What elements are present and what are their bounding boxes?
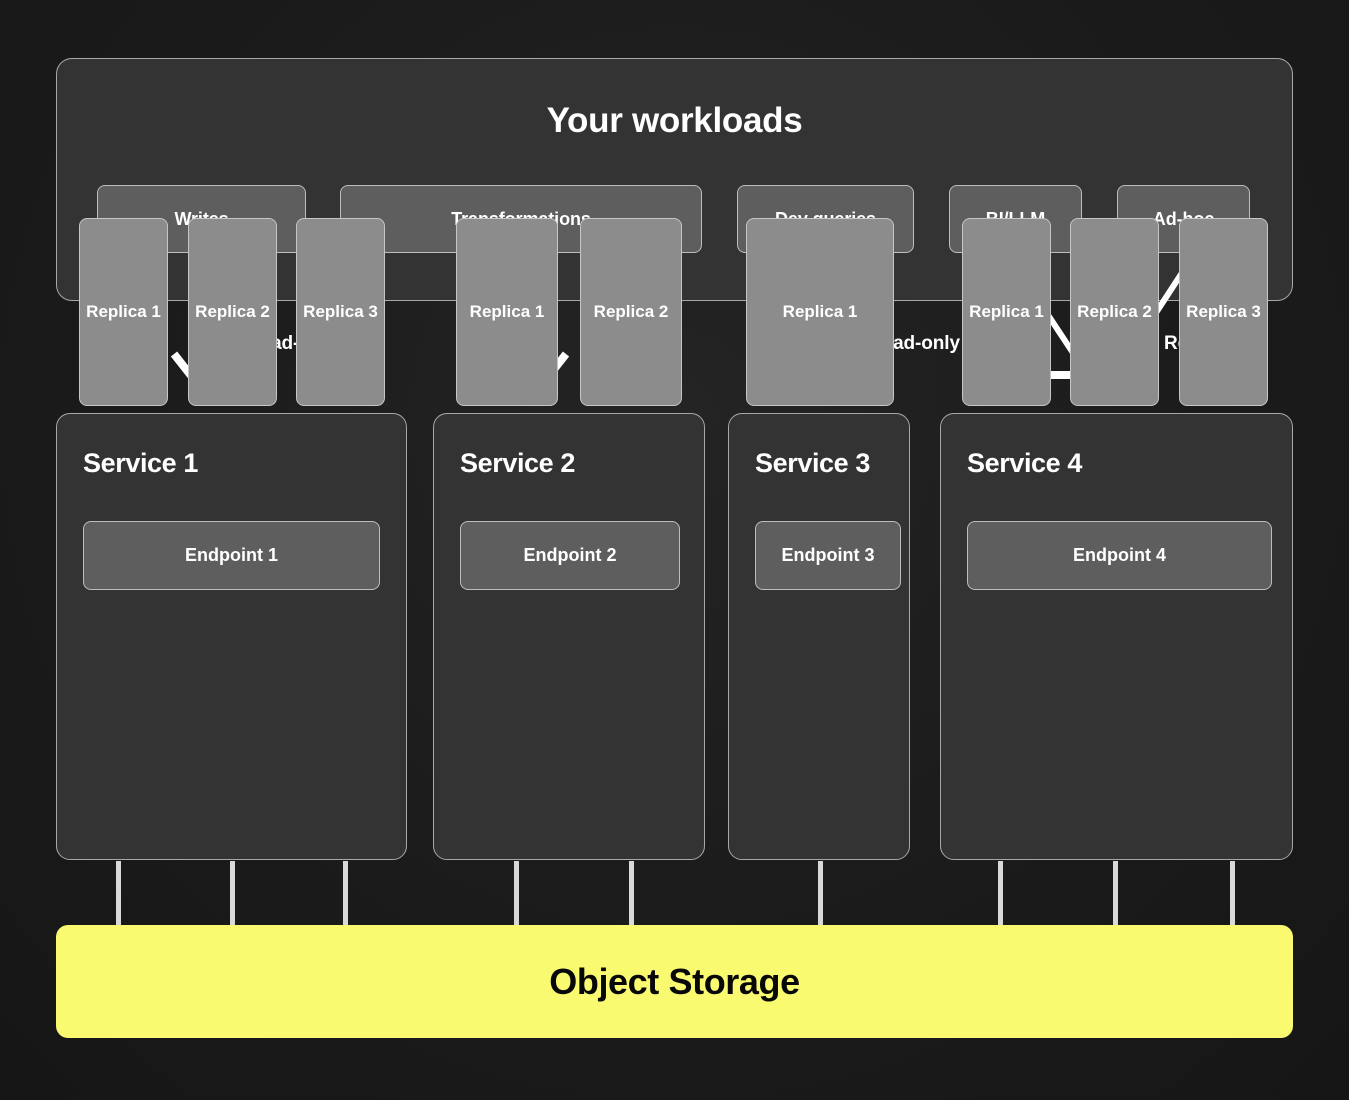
endpoint-1[interactable]: Endpoint 1 bbox=[83, 521, 380, 590]
storage-connector-2 bbox=[343, 861, 348, 927]
replica-s1-3[interactable]: Replica 3 bbox=[296, 218, 385, 406]
replica-s2-1[interactable]: Replica 1 bbox=[456, 218, 558, 406]
storage-connector-3 bbox=[514, 861, 519, 927]
replica-s3-1[interactable]: Replica 1 bbox=[746, 218, 894, 406]
service-title-2: Service 2 bbox=[460, 448, 575, 478]
service-card-3: Service 3 Endpoint 3 bbox=[728, 413, 910, 860]
replica-s4-3[interactable]: Replica 3 bbox=[1179, 218, 1268, 406]
storage-connector-7 bbox=[1113, 861, 1118, 927]
object-storage-bar: Object Storage bbox=[56, 925, 1293, 1038]
service-title-3: Service 3 bbox=[755, 448, 870, 478]
service-card-4: Service 4 Endpoint 4 bbox=[940, 413, 1293, 860]
storage-connector-8 bbox=[1230, 861, 1235, 927]
replica-s1-2[interactable]: Replica 2 bbox=[188, 218, 277, 406]
storage-connector-5 bbox=[818, 861, 823, 927]
storage-connector-4 bbox=[629, 861, 634, 927]
object-storage-label: Object Storage bbox=[549, 960, 800, 1002]
endpoint-4[interactable]: Endpoint 4 bbox=[967, 521, 1272, 590]
replica-s4-1[interactable]: Replica 1 bbox=[962, 218, 1051, 406]
replica-s2-2[interactable]: Replica 2 bbox=[580, 218, 682, 406]
endpoint-3[interactable]: Endpoint 3 bbox=[755, 521, 901, 590]
workloads-title: Your workloads bbox=[546, 101, 803, 140]
storage-connector-6 bbox=[998, 861, 1003, 927]
storage-connector-0 bbox=[116, 861, 121, 927]
service-title-1: Service 1 bbox=[83, 448, 198, 478]
service-title-4: Service 4 bbox=[967, 448, 1082, 478]
replica-s4-2[interactable]: Replica 2 bbox=[1070, 218, 1159, 406]
service-card-1: Service 1 Endpoint 1 bbox=[56, 413, 407, 860]
replica-s1-1[interactable]: Replica 1 bbox=[79, 218, 168, 406]
endpoint-2[interactable]: Endpoint 2 bbox=[460, 521, 680, 590]
service-card-2: Service 2 Endpoint 2 bbox=[433, 413, 705, 860]
storage-connector-1 bbox=[230, 861, 235, 927]
